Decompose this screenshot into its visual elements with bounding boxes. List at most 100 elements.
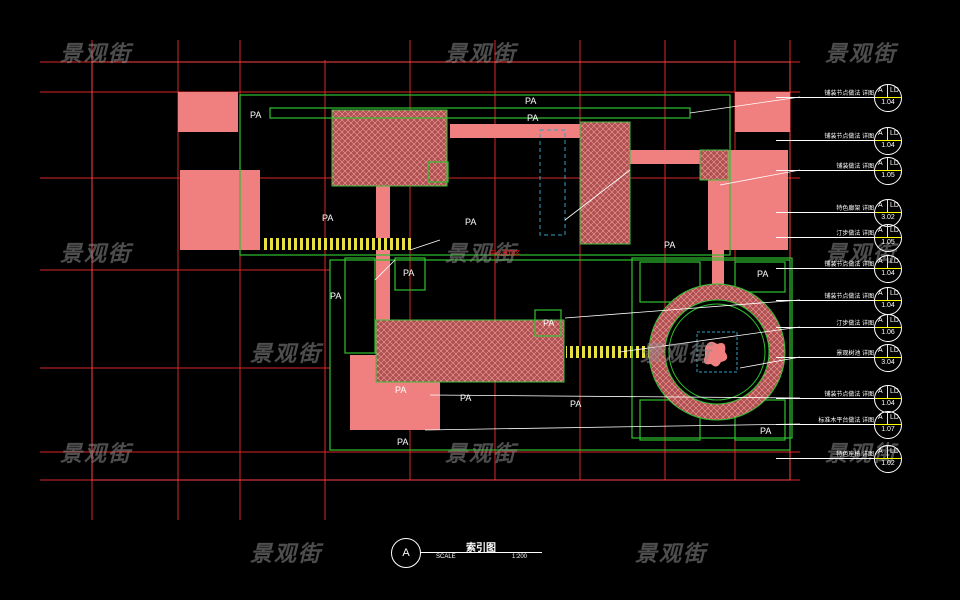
- callout-sheet: A: [878, 388, 883, 395]
- callout-label: 标准木平台做法 详图: [818, 418, 874, 424]
- callout-number: 1.04: [881, 302, 895, 309]
- callout-code: LD: [890, 258, 899, 265]
- callout-leader: [776, 170, 876, 171]
- callout-number: 1.04: [881, 270, 895, 277]
- detail-callout: 标准木平台做法 详图 A LD 1.07: [776, 411, 940, 441]
- detail-callout: 景观树池 详图 A LD 3.04: [776, 344, 940, 374]
- callout-code: LD: [890, 202, 899, 209]
- callout-number: 3.04: [881, 359, 895, 366]
- detail-bubble: A LD 1.04: [874, 385, 902, 413]
- pa-label: PA: [250, 110, 262, 120]
- callout-sheet: A: [878, 130, 883, 137]
- callout-leader: [776, 268, 876, 269]
- watermark: 景观街: [60, 442, 133, 467]
- callout-sheet: A: [878, 414, 883, 421]
- detail-callout: 铺装做法 详图 A LD 1.05: [776, 157, 940, 187]
- callout-number: 1.04: [881, 142, 895, 149]
- pa-label: PA: [460, 393, 472, 403]
- detail-bubble: A LD 1.04: [874, 84, 902, 112]
- callout-label: 铺装节点做法 详图: [824, 392, 874, 398]
- callout-number: 1.05: [881, 172, 895, 179]
- circular-plaza: [648, 283, 786, 421]
- callout-label: 景观树池 详图: [836, 351, 874, 357]
- pa-label: PA: [525, 96, 537, 106]
- callout-number: 1.02: [881, 460, 895, 467]
- pa-label: PA: [527, 113, 539, 123]
- detail-bubble: A LD 1.04: [874, 127, 902, 155]
- watermark: 景观街: [640, 342, 713, 367]
- callout-label: 汀步做法 详图: [836, 231, 874, 237]
- callout-sheet: A: [878, 448, 883, 455]
- callout-leader: [776, 357, 876, 358]
- callout-leader: [776, 458, 876, 459]
- pa-label: PA: [757, 269, 769, 279]
- callout-label: 特色廊架 详图: [836, 206, 874, 212]
- watermark: 景观街: [635, 542, 708, 567]
- detail-callout: 铺装节点做法 详图 A LD 1.04: [776, 255, 940, 285]
- callout-number: 1.04: [881, 99, 895, 106]
- watermark: 景观街: [445, 242, 518, 267]
- callout-number: 1.04: [881, 400, 895, 407]
- callout-sheet: A: [878, 258, 883, 265]
- detail-bubble: A LD 1.04: [874, 255, 902, 283]
- watermark: 景观街: [60, 42, 133, 67]
- water-feature: [539, 129, 566, 236]
- detail-bubble: A LD 1.05: [874, 157, 902, 185]
- pa-label: PA: [664, 240, 676, 250]
- callout-label: 铺装节点做法 详图: [824, 294, 874, 300]
- callout-sheet: A: [878, 347, 883, 354]
- title-bubble: A: [391, 538, 421, 568]
- callout-number: 1.07: [881, 426, 895, 433]
- callout-number: 1.06: [881, 329, 895, 336]
- callout-leader: [776, 237, 876, 238]
- callout-sheet: A: [878, 317, 883, 324]
- detail-bubble: A LD 1.06: [874, 314, 902, 342]
- callout-sheet: A: [878, 290, 883, 297]
- scale-value: 1:200: [512, 554, 528, 560]
- callout-label: 铺装节点做法 详图: [824, 91, 874, 97]
- pa-label: PA: [570, 399, 582, 409]
- callout-leader: [776, 140, 876, 141]
- detail-bubble: A LD 3.02: [874, 199, 902, 227]
- callout-leader: [776, 398, 876, 399]
- title-underline: [420, 552, 542, 553]
- detail-bubble: A LD 1.07: [874, 411, 902, 439]
- detail-bubble: A LD 1.04: [874, 287, 902, 315]
- pa-label: PA: [543, 318, 555, 328]
- pa-label: PA: [322, 213, 334, 223]
- pa-label: PA: [330, 291, 342, 301]
- detail-callout: 铺装节点做法 详图 A LD 1.04: [776, 127, 940, 157]
- watermark: 景观街: [445, 42, 518, 67]
- watermark: 景观街: [60, 242, 133, 267]
- detail-callout: 汀步做法 详图 A LD 1.05: [776, 224, 940, 254]
- pa-label: PA: [760, 426, 772, 436]
- detail-bubble: A LD 3.04: [874, 344, 902, 372]
- detail-callout: 特色座椅 详图 A LD 1.02: [776, 445, 940, 475]
- callout-code: LD: [890, 227, 899, 234]
- callout-label: 汀步做法 详图: [836, 321, 874, 327]
- pa-label: PA: [395, 385, 407, 395]
- callout-code: LD: [890, 160, 899, 167]
- leader-lines: [374, 96, 801, 431]
- callout-code: LD: [890, 414, 899, 421]
- callout-sheet: A: [878, 160, 883, 167]
- watermark: 景观街: [445, 442, 518, 467]
- callout-label: 特色座椅 详图: [836, 452, 874, 458]
- callout-sheet: A: [878, 202, 883, 209]
- pa-label: PA: [465, 217, 477, 227]
- callout-code: LD: [890, 388, 899, 395]
- callout-label: 铺装节点做法 详图: [824, 262, 874, 268]
- callout-leader: [776, 327, 876, 328]
- watermark: 景观街: [250, 542, 323, 567]
- callout-code: LD: [890, 290, 899, 297]
- callout-label: 铺装节点做法 详图: [824, 134, 874, 140]
- callout-code: LD: [890, 317, 899, 324]
- detail-bubble: A LD 1.02: [874, 445, 902, 473]
- callout-code: LD: [890, 347, 899, 354]
- detail-bubble: A LD 1.05: [874, 224, 902, 252]
- callout-leader: [776, 212, 876, 213]
- callout-sheet: A: [878, 227, 883, 234]
- watermark: 景观街: [250, 342, 323, 367]
- detail-callout: 铺装节点做法 详图 A LD 1.04: [776, 287, 940, 317]
